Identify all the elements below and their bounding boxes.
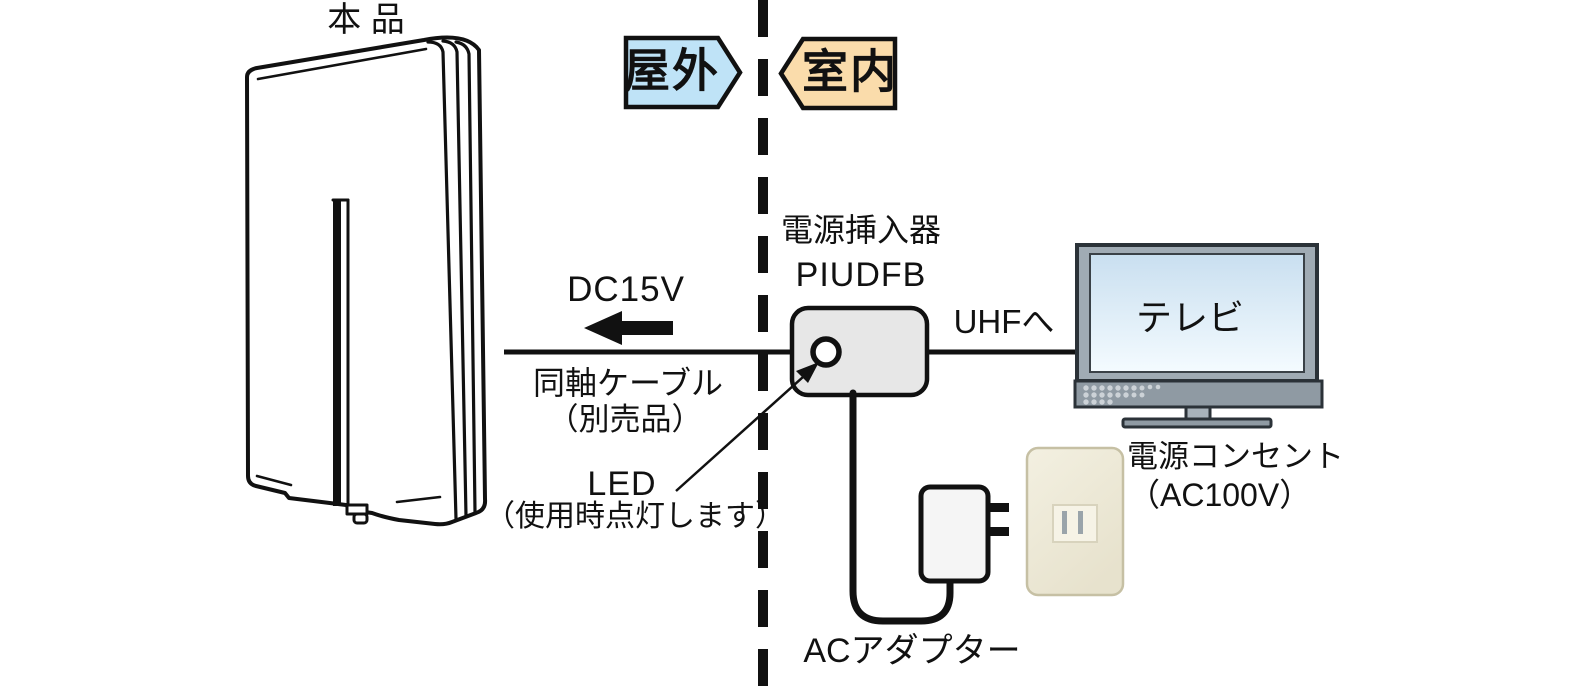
adapter-body <box>918 484 991 584</box>
led-pointer-line <box>675 376 804 492</box>
power-inserter-model-label: PIUDFB <box>795 256 927 294</box>
antenna-bottom-inner-line <box>395 495 442 504</box>
antenna-edge-line <box>441 39 468 518</box>
outlet-spec-label: （AC100V） <box>1128 477 1312 513</box>
adapter-plug-prong <box>988 527 1009 536</box>
outlet-name-label: 電源コンセント <box>1127 439 1344 474</box>
outlet-socket <box>1052 504 1098 543</box>
ac-adapter-illustration <box>918 484 1009 584</box>
antenna-connector-knob <box>352 512 369 525</box>
power-inserter-box <box>789 305 930 398</box>
led-indicator <box>810 336 842 368</box>
tv-screen <box>1089 253 1305 373</box>
outdoor-badge-shape <box>623 35 743 110</box>
ac-adapter-label: ACアダプター <box>803 632 1021 670</box>
tv-screen-label: テレビ <box>1135 297 1245 338</box>
outdoor-badge-label: 屋外 <box>624 44 720 97</box>
indoor-badge-label: 室内 <box>802 45 898 98</box>
outlet-slot <box>1062 511 1067 534</box>
led-label: LED <box>587 465 657 503</box>
led-note-label: （使用時点灯します） <box>485 500 785 533</box>
led-pointer-arrow <box>675 362 819 492</box>
antenna-bottom-inner-line <box>255 474 293 487</box>
tv-speaker-dots <box>1083 384 1161 405</box>
coax-cable-name-label: 同軸ケーブル <box>532 365 724 401</box>
antenna-edge-line <box>426 40 458 521</box>
antenna-slit <box>333 199 341 506</box>
antenna-body <box>245 35 488 527</box>
indoor-badge-shape <box>778 36 898 111</box>
antenna-illustration <box>245 35 488 527</box>
led-pointer-arrowhead-icon <box>796 362 819 383</box>
power-cord-line <box>849 389 954 625</box>
adapter-plug-prong <box>988 503 1009 512</box>
outlet-slot <box>1078 511 1083 534</box>
tv-illustration <box>1073 243 1324 429</box>
power-inserter-name-label: 電源挿入器 <box>780 212 942 248</box>
product-label: 本 品 <box>327 1 405 39</box>
coax-cable-note-label: （別売品） <box>547 402 703 437</box>
outlet-illustration <box>1025 446 1125 597</box>
dc-power-direction-arrow-icon <box>584 311 673 345</box>
uhf-output-label: UHFへ <box>953 303 1055 340</box>
antenna-top-inner-line <box>256 47 428 81</box>
antenna-edge-line <box>454 40 477 514</box>
dc-voltage-label: DC15V <box>567 270 685 309</box>
tv-stand-base <box>1121 417 1273 429</box>
